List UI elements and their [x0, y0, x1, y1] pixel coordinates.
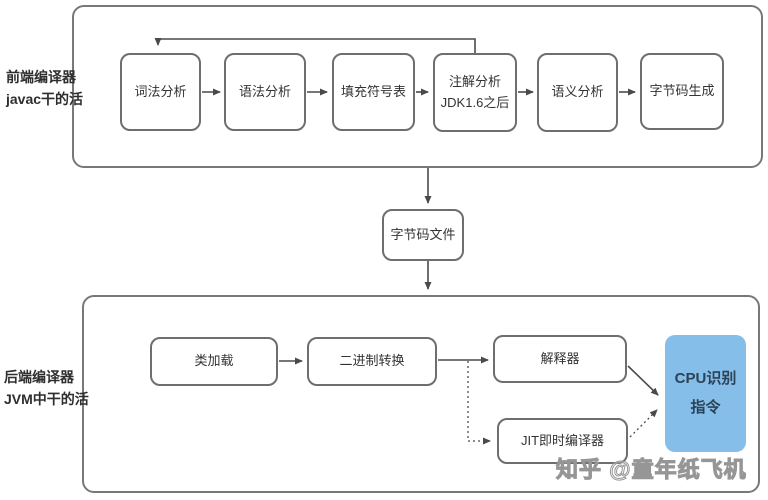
zhihu-watermark: 知乎 @童年纸飞机 [556, 457, 747, 483]
node-interpreter: 解释器 [493, 335, 627, 383]
frontend-side-label-line1: 前端编译器 [6, 69, 76, 85]
node-label: 填充符号表 [340, 83, 406, 99]
node-label: 语义分析 [551, 84, 604, 100]
node-lexical-analysis: 词法分析 [120, 53, 201, 131]
node-label-line1: CPU识别 [674, 370, 737, 387]
node-label: 语法分析 [238, 83, 291, 99]
node-label: 字节码生成 [649, 83, 715, 99]
node-label: 类加载 [194, 353, 234, 369]
frontend-side-label: 前端编译器 javac干的活 [6, 66, 83, 110]
backend-side-label-line2: JVM中干的活 [4, 391, 89, 407]
node-annotation-analysis: 注解分析 JDK1.6之后 [433, 53, 517, 132]
node-label: 字节码文件 [390, 226, 456, 242]
backend-compiler-frame [82, 295, 760, 493]
node-label: JIT即时编译器 [520, 432, 605, 448]
node-bytecode-file: 字节码文件 [382, 209, 464, 261]
node-label: 注解分析 [448, 73, 501, 89]
node-jit-compiler: JIT即时编译器 [497, 418, 628, 464]
node-label-line2: 指令 [690, 398, 721, 416]
node-cpu-instructions: CPU识别 指令 [665, 335, 746, 452]
frontend-compiler-frame [72, 5, 763, 168]
node-label: 解释器 [540, 350, 580, 366]
node-class-loading: 类加载 [150, 337, 278, 386]
node-label: 二进制转换 [339, 353, 405, 369]
node-sublabel: JDK1.6之后 [440, 94, 510, 110]
node-label: 词法分析 [134, 83, 187, 99]
node-bytecode-generation: 字节码生成 [640, 53, 724, 130]
backend-side-label: 后端编译器 JVM中干的活 [4, 366, 89, 410]
node-binary-conversion: 二进制转换 [307, 337, 437, 386]
node-semantic-analysis: 语义分析 [537, 53, 618, 132]
node-fill-symbol-table: 填充符号表 [332, 53, 415, 131]
backend-side-label-line1: 后端编译器 [4, 369, 74, 385]
node-syntax-analysis: 语法分析 [224, 53, 306, 131]
frontend-side-label-line2: javac干的活 [6, 91, 84, 107]
